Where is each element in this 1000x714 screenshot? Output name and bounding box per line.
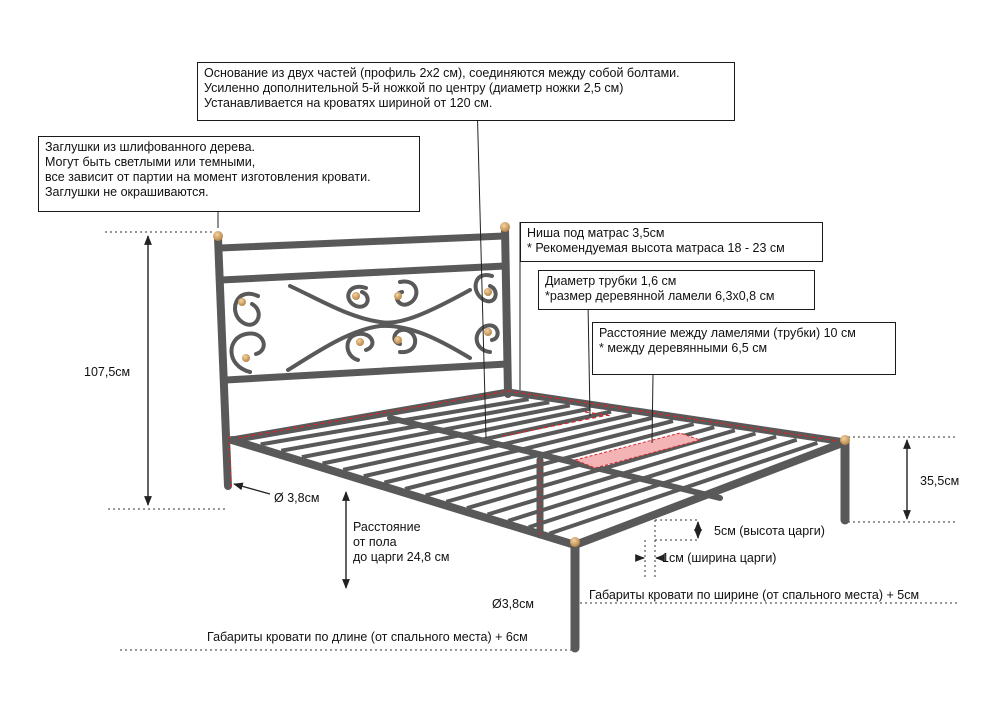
label-headboard-height: 107,5см	[84, 365, 131, 379]
slat	[260, 397, 529, 447]
slat	[363, 412, 633, 479]
slat	[466, 428, 736, 511]
callout-niche: Ниша под матрас 3,5см * Рекомендуемая вы…	[520, 222, 823, 262]
mattress-niche-outline	[237, 390, 839, 442]
slat	[528, 437, 798, 530]
cap-foot-right	[840, 435, 850, 445]
leader-spacing	[651, 374, 654, 444]
label-overall-length: Габариты кровати по длине (от спального …	[207, 630, 528, 644]
leader-tube	[587, 302, 591, 417]
dotted-guides	[105, 231, 960, 651]
label-floor-clearance-line-2: от пола	[353, 535, 397, 549]
headboard-rail-low	[222, 360, 511, 384]
rail-left	[228, 436, 579, 549]
callout-niche-line-1: Ниша под матрас 3,5см	[527, 226, 665, 240]
rail-head	[228, 388, 512, 444]
callout-niche-line-2: * Рекомендуемая высота матраса 18 - 23 с…	[527, 241, 785, 255]
callout-caps-line-1: Заглушки из шлифованного дерева.	[45, 140, 256, 154]
headboard-rail-top	[216, 232, 508, 252]
slat	[322, 406, 591, 466]
arrow-leg-back	[233, 482, 271, 495]
slat	[342, 409, 612, 472]
label-floor-clearance-line-3: до царги 24,8 см	[353, 550, 450, 564]
slat	[425, 422, 695, 498]
slat	[507, 434, 777, 523]
slat	[301, 403, 571, 460]
cap-foot-left	[570, 537, 580, 547]
label-floor-clearance-line-1: Расстояние	[353, 520, 421, 534]
slat	[404, 419, 674, 491]
callout-caps-line-2: Могут быть светлыми или темными,	[45, 155, 256, 169]
slat	[486, 431, 757, 517]
slat	[280, 400, 550, 453]
label-floor-clearance: Расстояние от пола до царги 24,8 см	[353, 520, 449, 565]
callout-spacing: Расстояние между ламелями (трубки) 10 см…	[592, 322, 896, 375]
headboard-ornament	[229, 273, 500, 374]
callout-base-line-2: Усиленно дополнительной 5-й ножкой по це…	[204, 81, 624, 95]
label-foot-height: 35,5см	[920, 474, 960, 488]
headboard-post-left	[214, 234, 232, 490]
callout-base-line-3: Устанавливается на кроватях шириной от 1…	[204, 96, 493, 110]
cap-headboard-right	[500, 222, 510, 232]
cap-headboard-left	[213, 231, 223, 241]
wood-caps	[213, 222, 850, 547]
red-leg-guides	[228, 435, 541, 535]
callout-caps-line-4: Заглушки не окрашиваются.	[45, 185, 209, 199]
callout-base-line-1: Основание из двух частей (профиль 2х2 см…	[204, 66, 680, 80]
label-rail-height: 5см (высота царги)	[714, 524, 825, 538]
callout-tube-line-2: *размер деревянной ламели 6,3х0,8 см	[545, 289, 775, 303]
slat	[548, 440, 819, 536]
callout-base: Основание из двух частей (профиль 2х2 см…	[197, 62, 735, 121]
callout-caps-line-3: все зависит от партии на момент изготовл…	[45, 170, 371, 184]
label-leg-diameter-front: Ø3,8см	[492, 597, 534, 611]
wooden-lamella-highlight	[573, 432, 702, 469]
callout-spacing-line-2: * между деревянными 6,5 см	[599, 341, 768, 355]
label-rail-width: 1см (ширина царги)	[662, 551, 777, 565]
dimension-arrows	[144, 235, 911, 589]
callout-tube-line-1: Диаметр трубки 1,6 см	[545, 274, 677, 288]
callout-spacing-line-1: Расстояние между ламелями (трубки) 10 см	[599, 326, 856, 340]
headboard-post-right	[501, 224, 512, 398]
callout-tube: Диаметр трубки 1,6 см *размер деревянной…	[538, 270, 815, 310]
slat	[383, 415, 653, 485]
label-leg-diameter-back: Ø 3,8см	[274, 491, 320, 505]
callout-caps: Заглушки из шлифованного дерева. Могут б…	[38, 136, 420, 212]
leader-base	[475, 61, 487, 439]
label-overall-width: Габариты кровати по ширине (от спального…	[589, 588, 920, 602]
headboard-rail-mid	[217, 262, 509, 284]
